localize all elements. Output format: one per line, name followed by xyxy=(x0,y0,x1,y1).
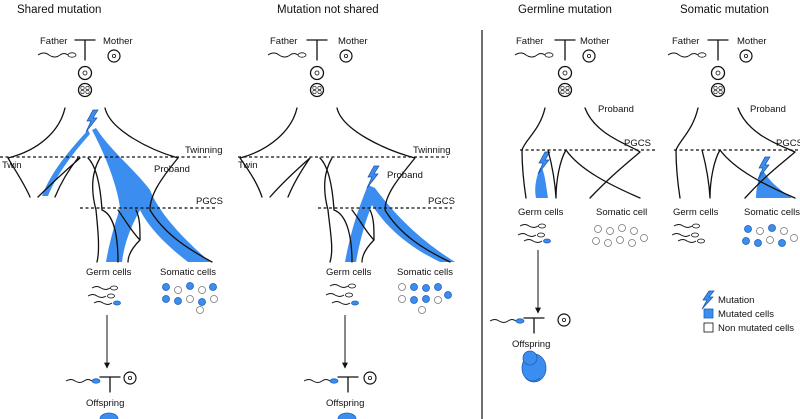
legend-mutation-icon xyxy=(701,290,715,310)
somatic-cells-label: Somatic cells xyxy=(160,267,216,278)
offspring-baby-icon xyxy=(337,412,357,419)
somatic-cells-group xyxy=(398,283,452,314)
proband-label: Proband xyxy=(750,104,786,115)
offspring-mating xyxy=(303,371,377,393)
father-label: Father xyxy=(672,36,699,47)
proband-label: Proband xyxy=(387,170,423,181)
sperm-icon xyxy=(37,52,77,58)
mating-symbol xyxy=(74,39,96,61)
mutation-bolt-icon xyxy=(757,156,771,180)
father-label: Father xyxy=(516,36,543,47)
somatic-cells-label: Somatic cells xyxy=(397,267,453,278)
egg-icon xyxy=(582,49,596,63)
mutation-bolt-icon xyxy=(85,109,99,133)
egg-icon xyxy=(339,49,353,63)
twinning-label: Twinning xyxy=(413,145,451,156)
egg-icon xyxy=(739,49,753,63)
proband-label: Proband xyxy=(154,164,190,175)
germ-cells-group xyxy=(517,223,551,244)
zygote-icon xyxy=(77,65,93,81)
germ-cells-group xyxy=(325,283,359,306)
offspring-baby-icon xyxy=(521,350,547,383)
mating-symbol xyxy=(707,39,729,61)
pgcs-label: PGCS xyxy=(776,138,800,149)
offspring-label: Offspring xyxy=(86,398,124,409)
somatic-cells-group xyxy=(742,224,798,247)
proband-label: Proband xyxy=(598,104,634,115)
germ-cells-label: Germ cells xyxy=(673,207,719,218)
mother-label: Mother xyxy=(338,36,368,47)
panel-title: Mutation not shared xyxy=(277,4,379,16)
panel-title: Shared mutation xyxy=(17,4,101,16)
embryo-tree-outline xyxy=(7,107,213,263)
legend-mutated-label: Mutated cells xyxy=(718,309,774,320)
mutation-bolt-icon xyxy=(366,165,380,189)
morula-icon xyxy=(557,82,573,98)
mutated-lineage-proband xyxy=(345,185,455,262)
embryo-tree-outline xyxy=(239,107,451,263)
morula-icon xyxy=(710,82,726,98)
sperm-icon xyxy=(667,52,707,58)
embryo-tree-outline xyxy=(521,107,641,199)
germ-cells-label: Germ cells xyxy=(86,267,132,278)
egg-icon xyxy=(107,49,121,63)
twin-label: Twin xyxy=(2,160,22,171)
mother-label: Mother xyxy=(580,36,610,47)
mother-label: Mother xyxy=(103,36,133,47)
zygote-icon xyxy=(557,65,573,81)
legend-mutation-label: Mutation xyxy=(718,295,754,306)
germ-cells-group xyxy=(87,285,121,306)
somatic-cells-group xyxy=(592,224,648,247)
somatic-cells-group xyxy=(162,282,218,314)
panel-title: Germline mutation xyxy=(518,4,612,16)
pgcs-label: PGCS xyxy=(624,138,651,149)
mutated-lineage-twin xyxy=(42,130,90,196)
mutation-bolt-icon xyxy=(537,151,551,175)
morula-icon xyxy=(77,82,93,98)
panel-somatic-mutation: Somatic mutation Father Mother PGCS Pro xyxy=(667,4,800,247)
panel-mutation-not-shared: Mutation not shared Father Mother Twinni… xyxy=(238,4,455,419)
panel-title: Somatic mutation xyxy=(680,4,769,16)
twin-label: Twin xyxy=(238,160,258,171)
germ-cells-label: Germ cells xyxy=(518,207,564,218)
offspring-baby-icon xyxy=(99,412,119,419)
sperm-icon xyxy=(267,52,307,58)
mating-symbol xyxy=(554,39,576,61)
father-label: Father xyxy=(270,36,297,47)
twinning-label: Twinning xyxy=(185,145,223,156)
morula-icon xyxy=(309,82,325,98)
pgcs-label: PGCS xyxy=(428,196,455,207)
embryo-tree-outline xyxy=(675,107,796,199)
mother-label: Mother xyxy=(737,36,767,47)
offspring-mating xyxy=(65,371,137,393)
offspring-label: Offspring xyxy=(326,398,364,409)
sperm-icon xyxy=(514,52,554,58)
offspring-label: Offspring xyxy=(512,339,550,350)
mutated-lineage-proband xyxy=(92,128,210,262)
mutated-lineage-germ xyxy=(535,168,548,198)
legend: Mutation Mutated cells Non mutated cells xyxy=(701,290,794,334)
panel-germline-mutation: Germline mutation Father Mother PGCS Pr xyxy=(489,4,655,383)
somatic-cells-label: Somatic cells xyxy=(744,207,800,218)
father-label: Father xyxy=(40,36,67,47)
zygote-icon xyxy=(710,65,726,81)
panel-shared-mutation: Shared mutation Father Mother xyxy=(0,4,223,419)
legend-non-mutated-label: Non mutated cells xyxy=(718,323,794,334)
pgcs-label: PGCS xyxy=(196,196,223,207)
offspring-mating xyxy=(489,313,571,334)
zygote-icon xyxy=(309,65,325,81)
mating-symbol xyxy=(306,39,328,61)
germ-cells-group xyxy=(671,223,705,244)
legend-mutated-swatch xyxy=(703,308,714,319)
germ-cells-label: Germ cells xyxy=(326,267,372,278)
somatic-cell-label: Somatic cell xyxy=(596,207,647,218)
legend-non-mutated-swatch xyxy=(703,322,714,333)
